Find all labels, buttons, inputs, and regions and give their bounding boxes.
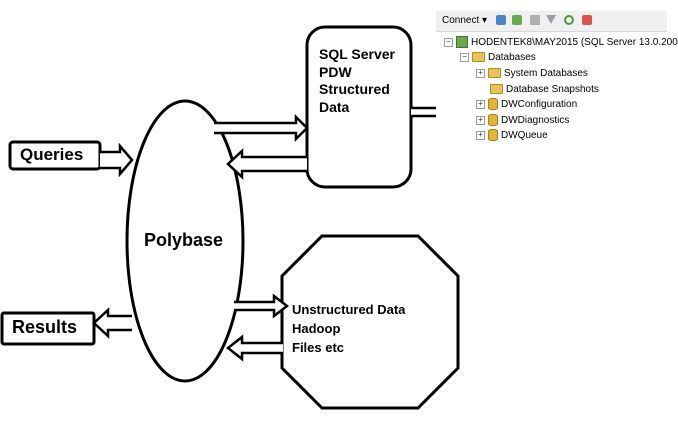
arrow-polybase-to-results bbox=[92, 307, 132, 339]
arrow-hadoop-to-polybase bbox=[225, 334, 283, 362]
arrow-polybase-to-sql bbox=[214, 113, 309, 143]
object-explorer: Connect ▾ −HODENTEK8\MAY2015 (SQL Server… bbox=[436, 11, 678, 146]
folder-icon bbox=[488, 68, 501, 79]
system-databases-label: System Databases bbox=[504, 68, 588, 79]
queries-label: Queries bbox=[20, 145, 84, 164]
database-icon bbox=[488, 129, 498, 142]
sql-server-line: Data bbox=[319, 98, 350, 115]
chevron-down-icon: ▾ bbox=[482, 15, 488, 26]
database-label: DWQueue bbox=[501, 130, 548, 141]
database-label: DWDiagnostics bbox=[501, 115, 570, 126]
server-label: HODENTEK8\MAY2015 (SQL Server 13.0.200 bbox=[471, 37, 678, 48]
database-snapshots-label: Database Snapshots bbox=[506, 84, 599, 95]
database-label: DWConfiguration bbox=[501, 99, 578, 110]
disconnect-icon[interactable] bbox=[512, 15, 522, 25]
tree-node-database[interactable]: + DWDiagnostics bbox=[476, 114, 569, 128]
refresh-icon[interactable] bbox=[564, 15, 574, 25]
arrow-polybase-to-hadoop bbox=[234, 293, 290, 319]
tree-node-database-snapshots[interactable]: Database Snapshots bbox=[490, 83, 599, 97]
tree-node-database[interactable]: + DWQueue bbox=[476, 129, 548, 143]
sql-server-line: PDW bbox=[319, 63, 352, 80]
connect-label: Connect bbox=[442, 15, 480, 26]
arrow-queries-to-polybase bbox=[100, 142, 134, 178]
collapse-icon[interactable]: − bbox=[460, 52, 469, 62]
tree-node-server[interactable]: − HODENTEK8\MAY2015 (SQL Server 13.0.200 bbox=[444, 36, 678, 50]
results-label: Results bbox=[12, 317, 78, 337]
folder-icon bbox=[490, 84, 503, 95]
sql-server-line: Structured bbox=[319, 81, 390, 97]
polybase-ellipse bbox=[125, 99, 245, 383]
sql-server-line: SQL Server bbox=[319, 46, 396, 62]
hadoop-hexagon bbox=[280, 234, 460, 410]
results-box bbox=[0, 311, 96, 346]
databases-label: Databases bbox=[488, 52, 536, 63]
object-explorer-toolbar: Connect ▾ bbox=[436, 11, 667, 32]
hadoop-line: Hadoop bbox=[292, 321, 341, 336]
database-icon bbox=[488, 114, 498, 127]
hadoop-line: Files etc bbox=[292, 340, 345, 355]
tree-node-system-databases[interactable]: + System Databases bbox=[476, 67, 588, 81]
stop-icon[interactable] bbox=[530, 15, 540, 25]
database-icon bbox=[488, 98, 498, 111]
expand-icon[interactable]: + bbox=[476, 99, 485, 109]
folder-icon bbox=[472, 52, 485, 63]
expand-icon[interactable]: + bbox=[476, 68, 485, 78]
connect-object-icon[interactable] bbox=[496, 15, 506, 25]
server-icon bbox=[456, 36, 468, 49]
collapse-icon[interactable]: − bbox=[444, 37, 453, 47]
connect-button[interactable]: Connect ▾ bbox=[442, 15, 487, 26]
tree-node-database[interactable]: + DWConfiguration bbox=[476, 98, 577, 112]
arrow-sql-to-polybase bbox=[226, 148, 307, 180]
polybase-label: Polybase bbox=[144, 230, 224, 250]
filter-icon[interactable] bbox=[546, 15, 556, 24]
hadoop-line: Unstructured Data bbox=[292, 302, 406, 317]
expand-icon[interactable]: + bbox=[476, 130, 485, 140]
tree-node-databases[interactable]: − Databases bbox=[460, 51, 536, 65]
sql-server-label: SQL Server PDW Structured Data bbox=[319, 46, 395, 116]
hadoop-label: Unstructured Data Hadoop Files etc bbox=[292, 300, 405, 357]
activity-monitor-icon[interactable] bbox=[582, 15, 592, 25]
expand-icon[interactable]: + bbox=[476, 115, 485, 125]
